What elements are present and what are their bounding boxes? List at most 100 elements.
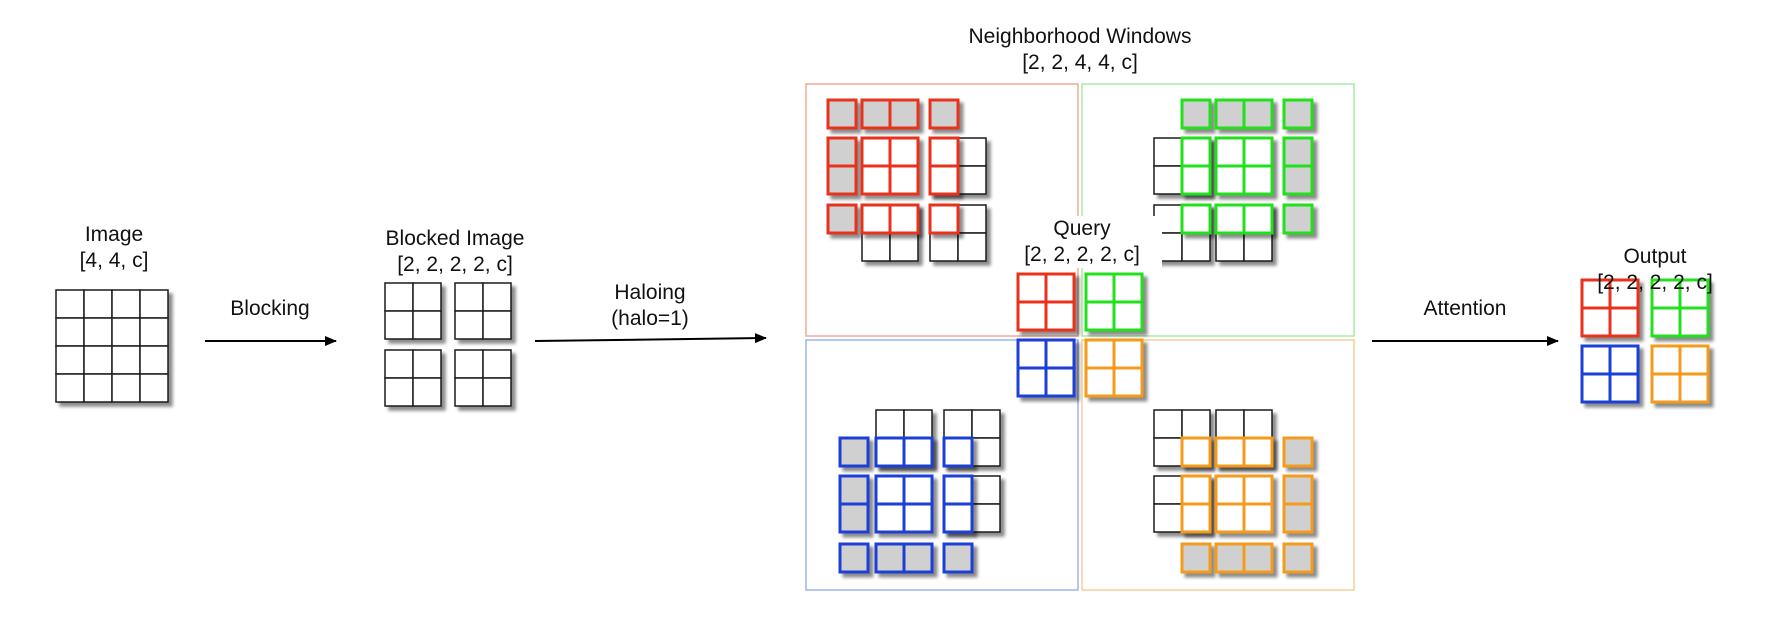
orange-halo-cell	[1282, 436, 1314, 468]
grid-cell	[888, 164, 920, 196]
grid-cell	[826, 98, 858, 130]
grid-cell	[1112, 272, 1144, 304]
grid-cell	[1580, 372, 1612, 404]
grid-cell	[111, 317, 141, 347]
neighborhood-label: Neighborhood Windows [2, 2, 4, 4, c]	[930, 24, 1230, 76]
neighborhood-shape: [2, 2, 4, 4, c]	[1022, 51, 1138, 74]
grid-cell	[111, 373, 141, 403]
query-shape: [2, 2, 2, 2, c]	[1024, 243, 1140, 266]
red-window-block	[860, 136, 920, 196]
grid-cell	[482, 349, 512, 379]
grid-cell	[1016, 338, 1048, 370]
red-halo-cell	[928, 98, 960, 130]
grid-cell	[1214, 203, 1246, 235]
grid-cell	[1084, 338, 1116, 370]
grid-cell	[888, 136, 920, 168]
grid-cell	[838, 474, 870, 506]
grid-cell	[874, 474, 906, 506]
grid-cell	[929, 232, 959, 262]
grid-cell	[1214, 164, 1246, 196]
blocked-block-tr	[454, 282, 512, 340]
grid-cell	[860, 98, 892, 130]
grid-cell	[902, 502, 934, 534]
grid-cell	[83, 289, 113, 319]
grid-cell	[1282, 98, 1314, 130]
grid-cell	[1044, 272, 1076, 304]
blue-halo-cell	[838, 542, 870, 574]
grid-cell	[1084, 300, 1116, 332]
grid-cell	[1214, 136, 1246, 168]
output-block-red	[1580, 278, 1640, 338]
grid-cell	[971, 475, 1001, 505]
grid-cell	[1608, 306, 1640, 338]
grid-cell	[83, 317, 113, 347]
grid-cell	[971, 409, 1001, 439]
grid-cell	[1242, 502, 1274, 534]
grid-cell	[1678, 344, 1710, 376]
query-label: Query [2, 2, 2, 2, c]	[1002, 216, 1162, 268]
grid-cell	[1016, 366, 1048, 398]
grid-cell	[1214, 542, 1246, 574]
grid-cell	[860, 136, 892, 168]
grid-cell	[1282, 502, 1314, 534]
grid-cell	[826, 203, 858, 235]
grid-cell	[1180, 436, 1212, 468]
blocked-block-br	[454, 349, 512, 407]
blue-window-cell	[874, 436, 934, 468]
grid-cell	[1181, 232, 1211, 262]
grid-cell	[942, 474, 974, 506]
output-block-orange	[1650, 344, 1710, 404]
window-frame-green	[1081, 83, 1355, 337]
grid-cell	[1180, 98, 1212, 130]
grid-cell	[826, 136, 858, 168]
grid-cell	[957, 232, 987, 262]
grid-cell	[482, 282, 512, 312]
blue-halo-cell	[838, 474, 870, 534]
grid-cell	[1242, 474, 1274, 506]
grid-cell	[1044, 366, 1076, 398]
orange-window-cell	[1180, 474, 1212, 534]
grid-cell	[55, 289, 85, 319]
grid-cell	[957, 137, 987, 167]
blue-halo-cell	[942, 542, 974, 574]
grid-cell	[1650, 372, 1682, 404]
grid-cell	[1282, 164, 1314, 196]
grid-cell	[1215, 409, 1245, 439]
orange-window-cell	[1214, 436, 1274, 468]
green-window-cell	[1180, 136, 1212, 196]
grid-cell	[139, 317, 169, 347]
grid-cell	[412, 310, 442, 340]
image-label: Image [4, 4, c]	[58, 222, 170, 274]
grid-cell	[1650, 344, 1682, 376]
grid-cell	[111, 345, 141, 375]
red-window-cell	[928, 203, 960, 235]
grid-cell	[1044, 338, 1076, 370]
grid-cell	[1242, 203, 1274, 235]
output-block-blue	[1580, 344, 1640, 404]
red-halo-cell	[826, 203, 858, 235]
blocked-image-label: Blocked Image [2, 2, 2, 2, c]	[365, 226, 545, 278]
green-halo-cell	[1282, 98, 1314, 130]
image-title: Image	[84, 223, 144, 246]
grid-cell	[943, 409, 973, 439]
window-frame-orange	[1081, 339, 1355, 591]
grid-cell	[1243, 409, 1273, 439]
grid-cell	[412, 377, 442, 407]
grid-cell	[1180, 502, 1212, 534]
grid-cell	[1214, 436, 1246, 468]
red-window-cell	[860, 203, 920, 235]
grid-cell	[384, 349, 414, 379]
grid-cell	[83, 345, 113, 375]
grid-cell	[902, 436, 934, 468]
grid-cell	[1016, 300, 1048, 332]
grid-cell	[55, 373, 85, 403]
grid-cell	[1678, 372, 1710, 404]
grid-cell	[139, 289, 169, 319]
grid-cell	[928, 98, 960, 130]
query-block-blue	[1016, 338, 1076, 398]
grid-cell	[889, 232, 919, 262]
grid-cell	[1153, 503, 1183, 533]
blocked-block-tl	[384, 282, 442, 340]
grid-cell	[903, 409, 933, 439]
